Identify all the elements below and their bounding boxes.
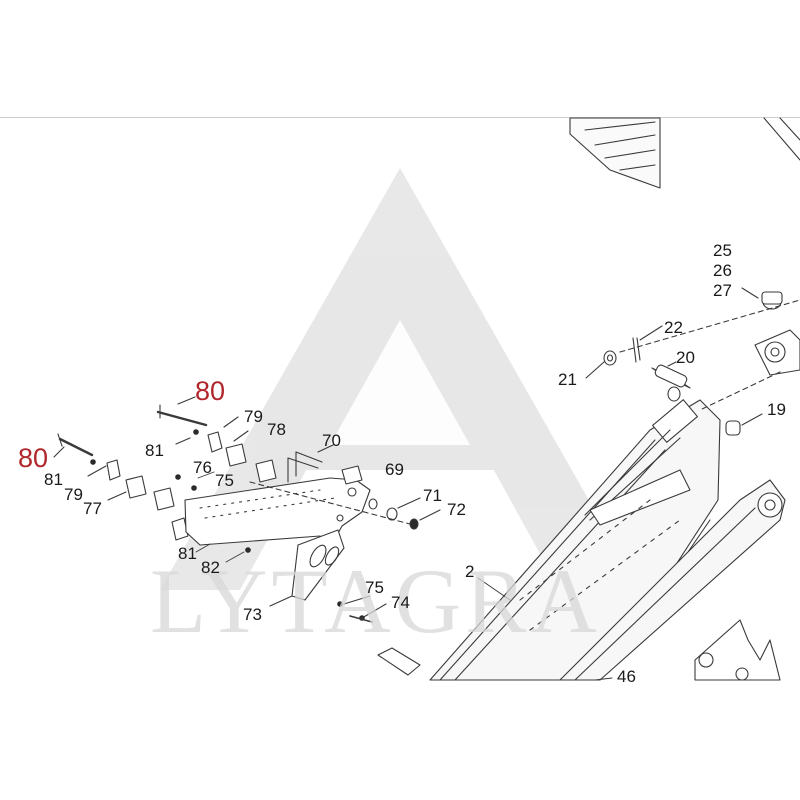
callout-79-upper: 79 [244, 407, 263, 426]
callout-80-upper: 80 [195, 376, 226, 406]
callout-77: 77 [83, 499, 102, 518]
callout-82: 82 [201, 558, 220, 577]
callout-75-upper: 75 [215, 471, 234, 490]
pin-assembly-19-22 [585, 299, 800, 436]
callout-79-lower: 79 [64, 485, 83, 504]
callout-81-upper: 81 [145, 441, 164, 460]
callout-80-lower: 80 [18, 443, 49, 473]
callout-2: 2 [465, 562, 475, 581]
callout-69: 69 [385, 460, 404, 479]
callout-73: 73 [243, 605, 262, 624]
callout-81-lower: 81 [178, 544, 197, 563]
callout-78: 78 [267, 420, 286, 439]
upper-guard-part [569, 117, 800, 189]
callout-46: 46 [617, 667, 636, 686]
callout-72: 72 [447, 500, 466, 519]
clamp-blocks [87, 416, 277, 541]
bolt-80-lower [53, 433, 94, 458]
lever-handle [377, 647, 421, 676]
header-divider [0, 117, 800, 118]
callout-20: 20 [676, 348, 695, 367]
u-bracket-70 [287, 444, 334, 483]
callout-74: 74 [391, 593, 410, 612]
callout-26: 26 [713, 261, 732, 280]
callout-22: 22 [664, 318, 683, 337]
adjuster-plate-73 [269, 529, 345, 607]
clip-part-25-27 [741, 287, 783, 310]
callout-21: 21 [558, 370, 577, 389]
washers-71-72 [249, 481, 441, 530]
side-plate-69 [184, 465, 371, 549]
watermark-brand-text: LYTAGRA [150, 550, 601, 652]
hydraulic-cylinder-end [699, 329, 800, 411]
callout-70: 70 [322, 431, 341, 450]
callout-27: 27 [713, 281, 732, 300]
cylinder-arm [559, 479, 786, 681]
callout-71: 71 [423, 486, 442, 505]
callout-81-left: 81 [44, 470, 63, 489]
callout-76: 76 [193, 458, 212, 477]
bolt-80-upper [156, 396, 208, 427]
callout-25: 25 [713, 241, 732, 260]
callout-19: 19 [767, 400, 786, 419]
callout-75-lower: 75 [365, 578, 384, 597]
leader-lines [195, 471, 613, 681]
bottom-right-bracket [694, 619, 781, 681]
screws-74-75 [343, 595, 387, 623]
